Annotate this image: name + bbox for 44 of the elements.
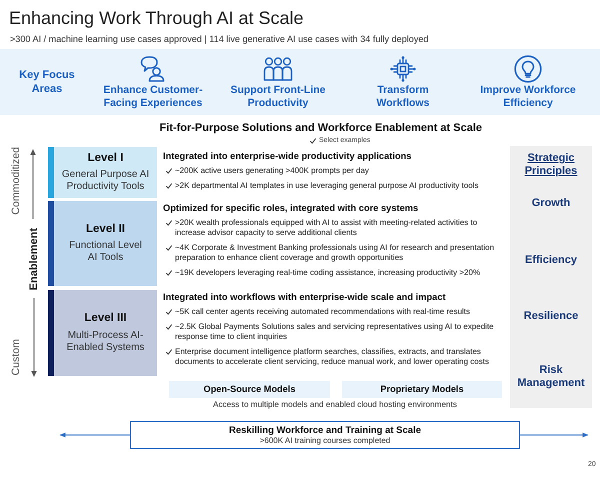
note-text: Access to multiple models and enabled cloud hosting environments xyxy=(213,400,457,410)
level-description: Multi-Process AI-Enabled Systems xyxy=(66,330,145,354)
bullet-text: >2K departmental AI templates in use leveraging general purpose AI productivity tools xyxy=(175,181,480,191)
bullet-text: ~4K Corporate & Investment Banking professionals using AI for research and presentation preparation to enhance client coverage and growth opportunities xyxy=(175,243,496,263)
section-heading: Optimized for specific roles, integrated with core systems xyxy=(163,202,420,214)
training-panel xyxy=(130,421,520,449)
section-title: Fit-for-Purpose Solutions and Workforce Enablement at Scale xyxy=(160,122,482,136)
band-heading: Key Focus Areas xyxy=(18,68,76,97)
principle-label: Resilience xyxy=(523,310,579,323)
level-description: Functional Level AI Tools xyxy=(68,240,142,264)
focus-area-label: Enhance Customer-Facing Experiences xyxy=(102,84,204,110)
bullet-text: ~5K call center agents receiving automated recommendations with real-time results xyxy=(175,307,472,317)
section-heading: Integrated into workflows with enterprise-wide scale and impact xyxy=(163,291,447,303)
bullet-text: >20K wealth professionals equipped with AI to assist with meeting-related activities to increase advisor capacity to serve additional clients xyxy=(175,218,478,238)
model-label: Proprietary Models xyxy=(380,384,464,395)
axis-label: Commoditized xyxy=(10,147,22,215)
focus-area-label: Improve Workforce Efficiency xyxy=(480,84,576,110)
axis-label: Enablement xyxy=(28,228,40,290)
bullet-text: ~2.5K Global Payments Solutions sales and servicing representatives using AI to expedite response time to client inquiries xyxy=(175,322,495,342)
bullet-text: ~19K developers leveraging real-time coding assistance, increasing productivity >20% xyxy=(175,268,482,278)
level-panel xyxy=(48,290,157,376)
panel-heading: Strategic Principles xyxy=(524,152,578,178)
slide-title: Enhancing Work Through AI at Scale xyxy=(9,8,304,29)
training-subtitle: >600K AI training courses completed xyxy=(259,436,391,446)
focus-areas-band xyxy=(0,49,600,115)
level-title: Level III xyxy=(84,312,128,326)
level-description: General Purpose AI Productivity Tools xyxy=(61,169,150,194)
training-heading: Reskilling Workforce and Training at Scale xyxy=(228,424,422,436)
focus-area-label: Support Front-Line Productivity xyxy=(230,84,326,110)
level-title: Level II xyxy=(86,222,126,236)
focus-area-label: Transform Workflows xyxy=(376,84,430,110)
level-panel xyxy=(48,201,157,286)
arrow xyxy=(520,432,589,438)
axis-label: Custom xyxy=(10,338,22,375)
model-label: Open-Source Models xyxy=(203,384,296,395)
section-heading: Integrated into enterprise-wide productivity applications xyxy=(163,150,412,162)
level-panel xyxy=(48,147,157,198)
bullet-text: ~200K active users generating >400K prompts per day xyxy=(175,166,370,176)
principle-label: Risk Management xyxy=(516,364,586,390)
level-title: Level I xyxy=(87,152,124,166)
principle-label: Efficiency xyxy=(524,254,578,267)
arrow xyxy=(59,432,130,438)
principle-label: Growth xyxy=(531,197,571,210)
bullet-text: Enterprise document intelligence platform searches, classifies, extracts, and translates documents to accelerate client servicing, reduce manual work, and lower operating costs xyxy=(175,347,490,367)
